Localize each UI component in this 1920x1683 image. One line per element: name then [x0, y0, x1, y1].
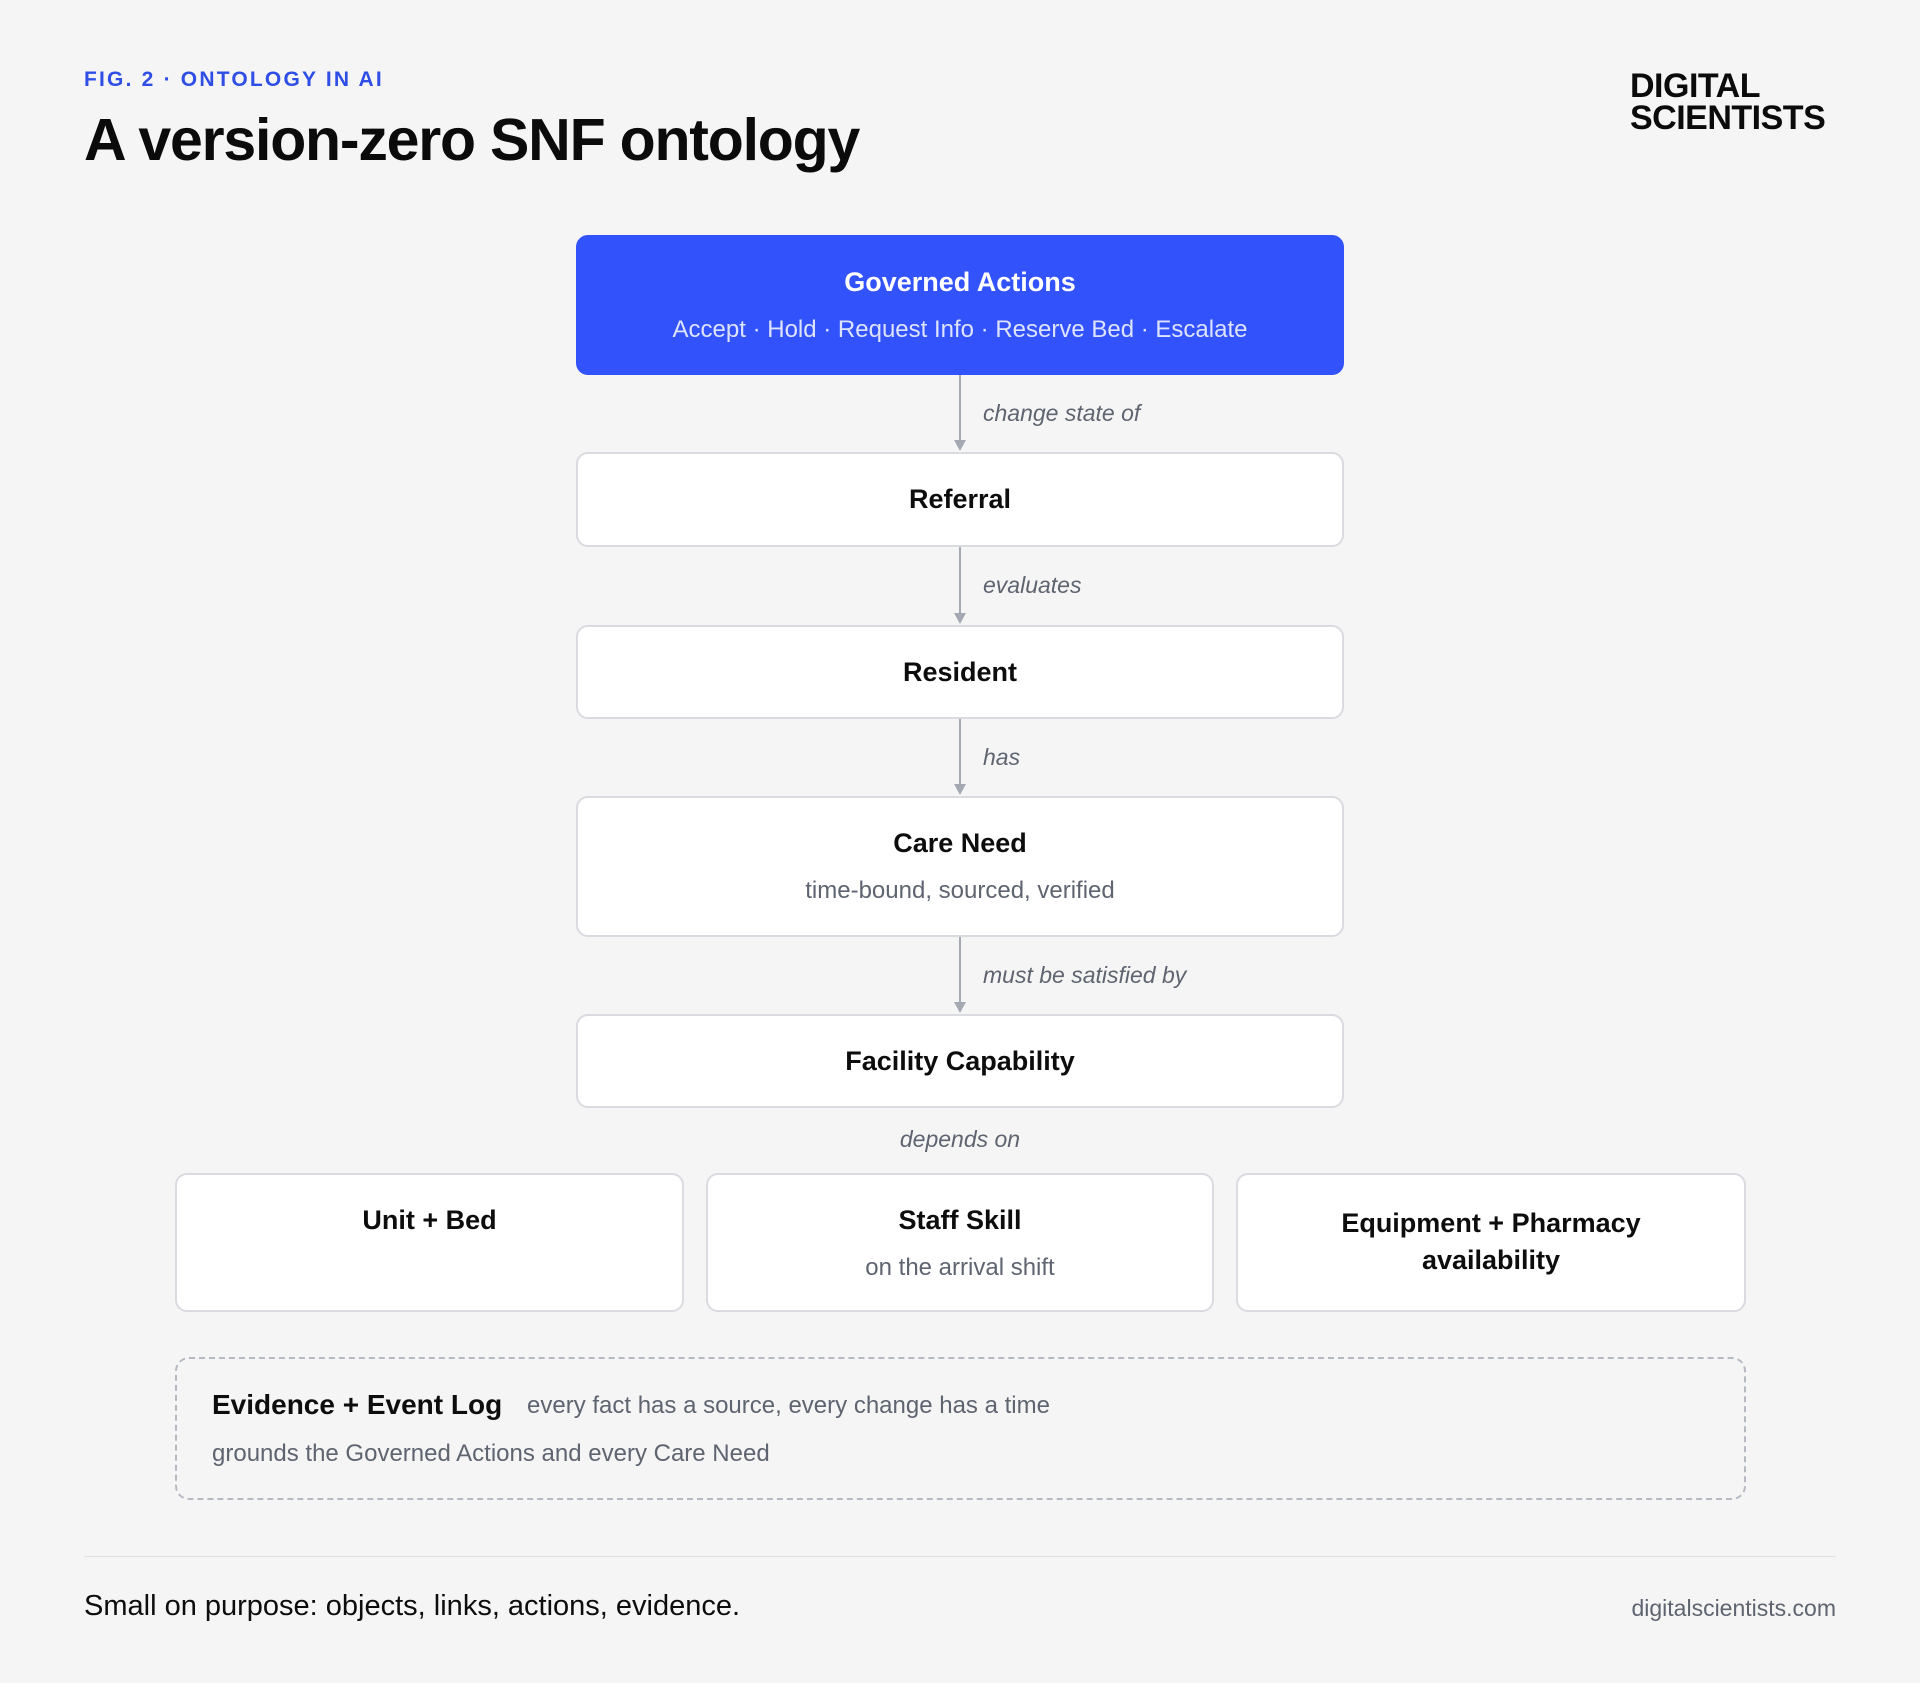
brand-logo: DIGITAL SCIENTISTS — [1630, 67, 1826, 137]
edge-label-has: has — [983, 744, 1021, 770]
node-resident: Resident — [576, 625, 1344, 719]
edge-line-change-state — [959, 375, 961, 443]
footer-site-link[interactable]: digitalscientists.com — [1631, 1595, 1836, 1621]
logo-line-2: SCIENTISTS — [1630, 99, 1826, 137]
node-equipment-pharmacy: Equipment + Pharmacy availability — [1236, 1173, 1746, 1312]
edge-line-must-be-satisfied — [959, 937, 961, 1005]
node-unit-bed: Unit + Bed — [175, 1173, 684, 1312]
node-title: Governed Actions — [844, 266, 1076, 297]
edge-label-evaluates: evaluates — [983, 572, 1082, 598]
node-title: Equipment + Pharmacy availability — [1341, 1208, 1641, 1275]
edge-line-evaluates — [959, 547, 961, 616]
node-title: Care Need — [893, 828, 1027, 858]
node-subtitle: on the arrival shift — [865, 1254, 1055, 1281]
edge-label-must-be-satisfied-by: must be satisfied by — [983, 962, 1187, 988]
node-title: Unit + Bed — [362, 1205, 497, 1235]
evidence-title: Evidence + Event Log — [212, 1389, 503, 1420]
edge-arrow-must-be-satisfied — [954, 1002, 966, 1013]
edge-label-depends-on: depends on — [899, 1126, 1021, 1152]
node-subtitle: time-bound, sourced, verified — [805, 877, 1115, 904]
node-title: Referral — [908, 484, 1012, 514]
footer-divider — [84, 1556, 1836, 1557]
node-title: Staff Skill — [898, 1205, 1022, 1235]
node-governed-actions: Governed Actions Accept · Hold · Request… — [576, 235, 1344, 375]
node-facility-capability: Facility Capability — [576, 1014, 1344, 1108]
node-subtitle: Accept · Hold · Request Info · Reserve B… — [672, 315, 1248, 343]
node-title: Facility Capability — [845, 1045, 1075, 1076]
evidence-subtitle: grounds the Governed Actions and every C… — [212, 1440, 770, 1467]
figure-eyebrow: FIG. 2 · ONTOLOGY IN AI — [84, 68, 384, 91]
edge-line-has — [959, 719, 961, 787]
node-staff-skill: Staff Skill on the arrival shift — [706, 1173, 1214, 1312]
edge-arrow-change-state — [954, 440, 966, 451]
edge-label-change-state-of: change state of — [983, 400, 1141, 426]
evidence-tagline: every fact has a source, every change ha… — [527, 1392, 1050, 1419]
evidence-event-log-panel: Evidence + Event Log every fact has a so… — [175, 1357, 1746, 1500]
logo-line-1: DIGITAL — [1630, 67, 1760, 105]
footer-caption: Small on purpose: objects, links, action… — [84, 1590, 741, 1622]
node-care-need: Care Need time-bound, sourced, verified — [576, 796, 1344, 937]
node-title: Resident — [902, 656, 1018, 687]
node-referral: Referral — [576, 452, 1344, 547]
edge-arrow-evaluates — [954, 613, 966, 624]
edge-arrow-has — [954, 784, 966, 795]
page-title: A version-zero SNF ontology — [84, 107, 860, 173]
